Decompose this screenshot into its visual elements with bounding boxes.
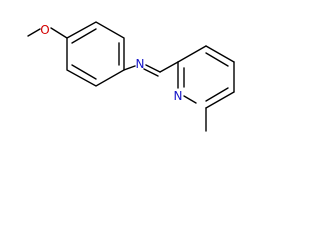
benzene-inner-bond-1 (71, 28, 97, 44)
oxygen-label: O (40, 23, 49, 37)
pyridine-inner-bond-2 (205, 87, 229, 102)
pyridine-nitrogen-label: N (174, 89, 183, 103)
pyridine-inner-bond-1 (205, 52, 229, 67)
pyridine-bond-5 (183, 95, 197, 104)
benzene-inner-bond-3 (71, 64, 97, 80)
imine-nitrogen-label: N (136, 57, 145, 71)
pyridine-bond-2 (205, 45, 235, 63)
chemical-structure: O N N (27, 21, 235, 132)
bond-imine-carbon-pyridine (159, 61, 179, 73)
bond-methyl-oxygen (27, 28, 41, 37)
bond-ring-imine-nitrogen (123, 65, 136, 71)
pyridine-bond-4 (205, 91, 235, 109)
benzene-ring (66, 21, 125, 87)
bond-oxygen-ring (50, 27, 68, 39)
bond-imine-double-a (145, 64, 161, 73)
pyridine-bond-1 (177, 45, 207, 63)
bond-imine-double-b (143, 68, 159, 77)
